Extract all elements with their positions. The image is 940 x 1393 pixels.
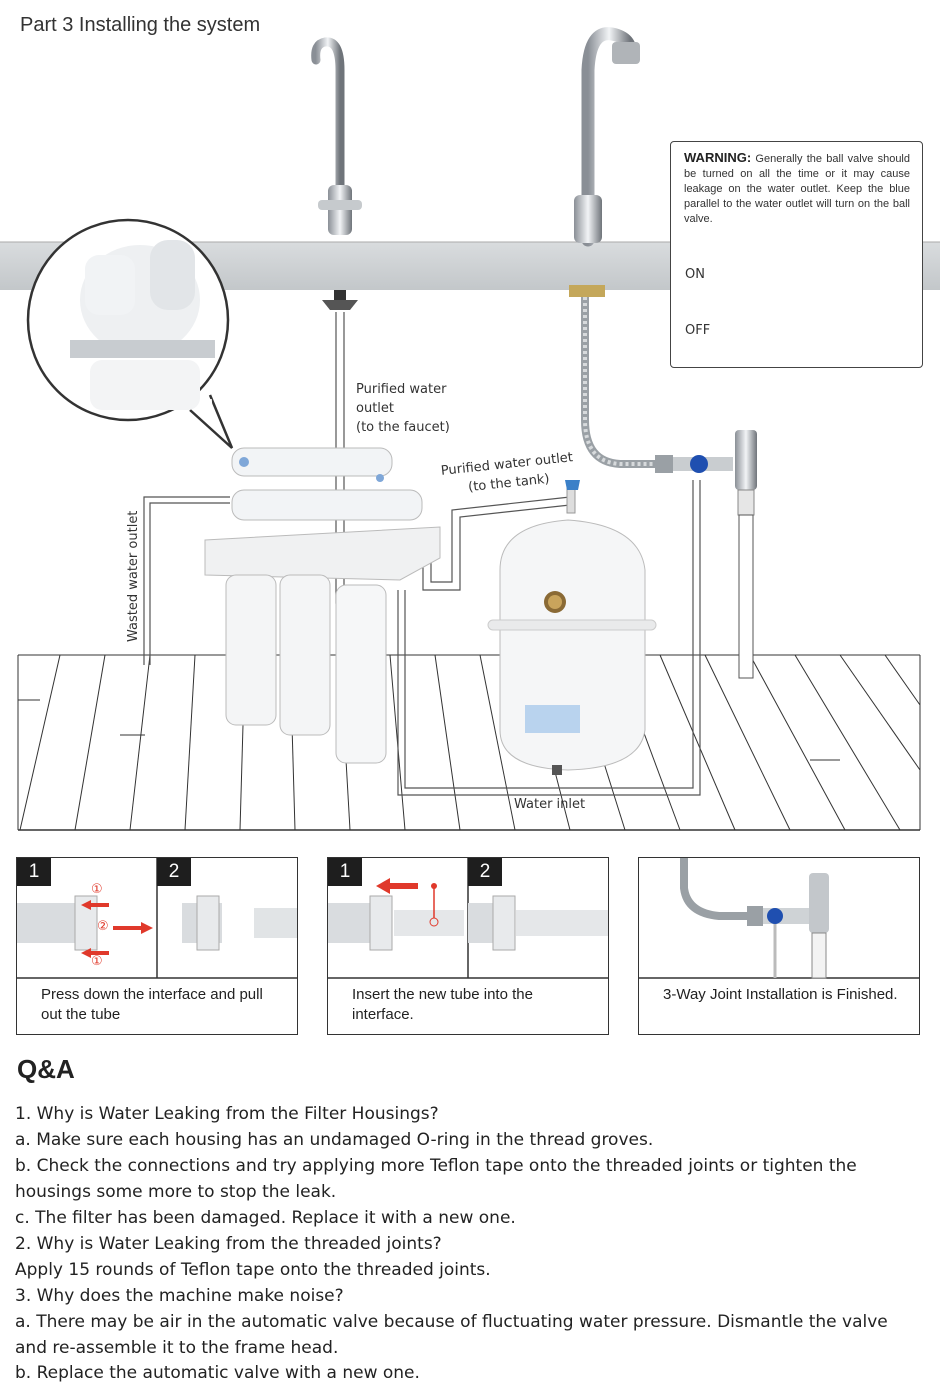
qa-line: 3. Why does the machine make noise? — [15, 1286, 344, 1306]
warning-text-block: WARNING: Generally the ball valve should… — [684, 150, 910, 227]
step-panel-insert-tube: 1 2 Insert the new tube into the interfa… — [327, 857, 609, 1035]
pressure-tank — [487, 480, 657, 775]
qa-line: a. There may be air in the automatic val… — [15, 1312, 888, 1332]
step-caption-finished: 3-Way Joint Installation is Finished. — [663, 986, 898, 1003]
ro-filter-unit — [204, 447, 441, 764]
qa-line: and re-assemble it to the frame head. — [15, 1338, 339, 1358]
insert-tube-illustration — [328, 858, 608, 979]
qa-line: Apply 15 rounds of Teflon tape onto the … — [15, 1260, 491, 1280]
qa-line: 1. Why is Water Leaking from the Filter … — [15, 1104, 439, 1124]
warning-box — [670, 141, 923, 368]
step-panel-finished: 3-Way Joint Installation is Finished. — [638, 857, 920, 1035]
label-purified-faucet-line1: Purified water — [356, 382, 447, 397]
warning-body: Generally the ball valve should be turne… — [684, 153, 910, 225]
qa-line: b. Replace the automatic valve with a ne… — [15, 1363, 420, 1383]
three-way-valve — [655, 430, 757, 679]
tap-water-faucet — [569, 27, 640, 297]
qa-line: 2. Why is Water Leaking from the threade… — [15, 1234, 442, 1254]
step-caption-insert: Insert the new tube into the interface. — [352, 986, 533, 1023]
step-2-badge: 2 — [157, 858, 191, 886]
qa-line: c. The filter has been damaged. Replace … — [15, 1208, 516, 1228]
label-wasted-water-outlet: Wasted water outlet — [126, 510, 141, 642]
label-purified-faucet-line3: (to the faucet) — [356, 420, 450, 435]
qa-heading: Q&A — [17, 1054, 75, 1084]
marker-1-bottom: ① — [91, 954, 103, 969]
step-2-badge: 2 — [468, 858, 502, 886]
installation-diagram — [0, 27, 940, 831]
zoom-bubble — [26, 218, 234, 449]
label-purified-faucet-line2: outlet — [356, 401, 394, 416]
remove-tube-illustration — [17, 858, 297, 979]
label-water-inlet: Water inlet — [514, 797, 586, 812]
valve-on-label: ON — [685, 267, 705, 282]
label-purified-faucet: Purified water outlet (to the faucet) — [356, 380, 450, 437]
step-panel-remove-tube: 1 2 ① ② ① Press down the interface and p… — [16, 857, 298, 1035]
qa-line: a. Make sure each housing has an undamag… — [15, 1130, 654, 1150]
warning-heading: WARNING: — [684, 150, 752, 165]
step-1-badge: 1 — [328, 858, 362, 886]
qa-line: b. Check the connections and try applyin… — [15, 1156, 857, 1176]
step-caption-remove: Press down the interface and pull out th… — [41, 986, 263, 1023]
three-way-joint-illustration — [639, 858, 919, 979]
qa-line: housings some more to stop the leak. — [15, 1182, 337, 1202]
page-title: Part 3 Installing the system — [20, 14, 261, 36]
floor — [17, 654, 921, 831]
step-1-badge: 1 — [17, 858, 51, 886]
marker-2: ② — [97, 919, 109, 934]
purified-water-faucet — [311, 37, 362, 310]
marker-1-top: ① — [91, 882, 103, 897]
valve-off-label: OFF — [685, 323, 711, 338]
